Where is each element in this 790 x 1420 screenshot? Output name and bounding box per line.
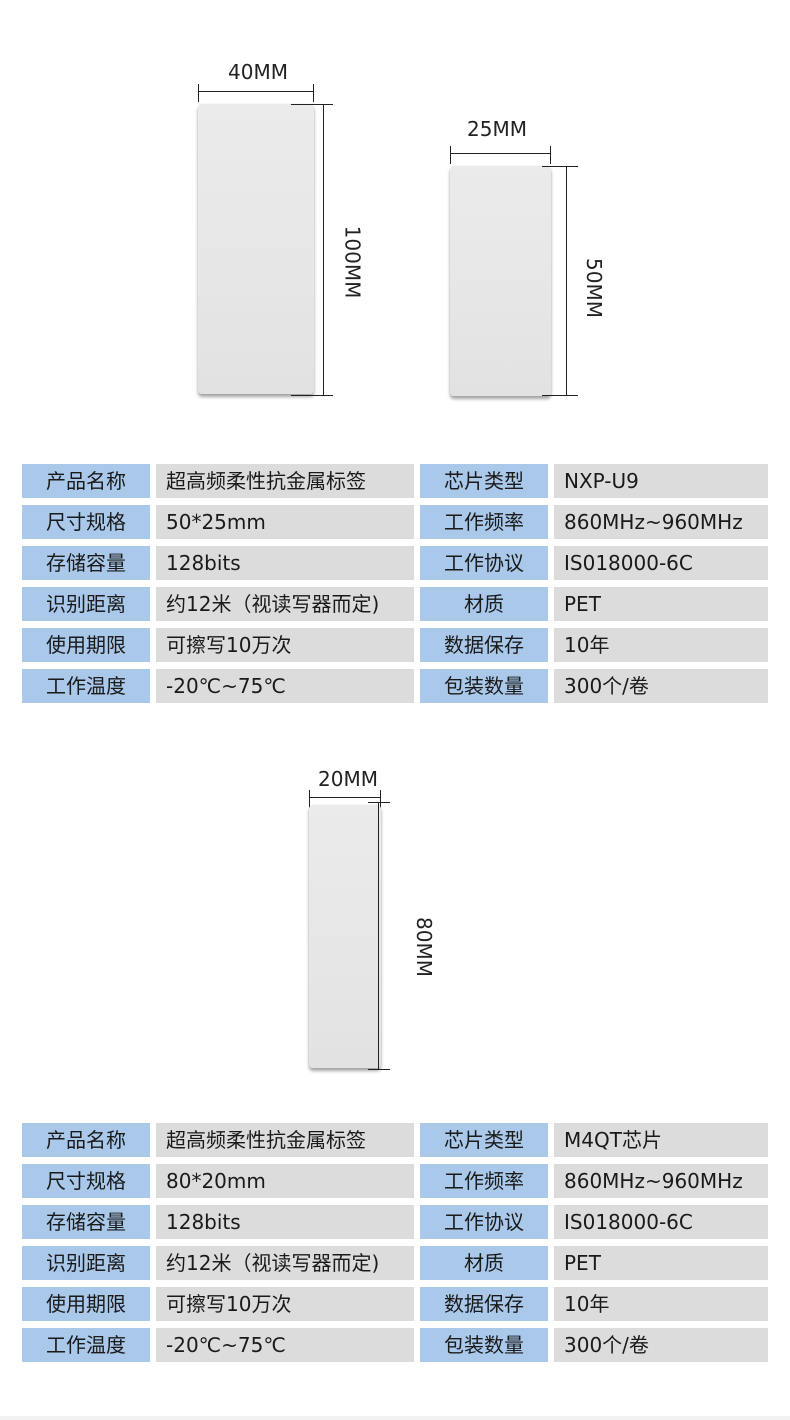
- card-a-width-tick-right: [313, 84, 314, 102]
- spec-key: 识别距离: [22, 1246, 150, 1280]
- spec-key: 识别距离: [22, 587, 150, 621]
- spec-value: 50*25mm: [156, 505, 414, 539]
- spec-key: 包装数量: [420, 669, 548, 703]
- card-c-width-tick-right: [380, 790, 381, 808]
- spec-key: 尺寸规格: [22, 1164, 150, 1198]
- card-b-height-line: [566, 166, 567, 396]
- spec-key: 使用期限: [22, 1287, 150, 1321]
- table-row: 识别距离 约12米（视读写器而定) 材质 PET: [22, 1246, 768, 1280]
- card-c-width-label: 20MM: [318, 767, 378, 791]
- spec-key: 数据保存: [420, 1287, 548, 1321]
- spec-key: 产品名称: [22, 464, 150, 498]
- spec-value: 可擦写10万次: [156, 1287, 414, 1321]
- spec-value: NXP-U9: [554, 464, 768, 498]
- spec-key: 工作温度: [22, 1328, 150, 1362]
- spec-value: 860MHz~960MHz: [554, 505, 768, 539]
- spec-key: 工作频率: [420, 1164, 548, 1198]
- spec-key: 尺寸规格: [22, 505, 150, 539]
- spec-key: 存储容量: [22, 546, 150, 580]
- table-row: 工作温度 -20℃~75℃ 包装数量 300个/卷: [22, 669, 768, 703]
- spec-value: 超高频柔性抗金属标签: [156, 464, 414, 498]
- spec-key: 数据保存: [420, 628, 548, 662]
- table-row: 尺寸规格 50*25mm 工作频率 860MHz~960MHz: [22, 505, 768, 539]
- spec-key: 芯片类型: [420, 464, 548, 498]
- card-a-height-tick-bottom: [291, 395, 333, 396]
- card-a-width-label: 40MM: [228, 60, 288, 84]
- table-row: 存储容量 128bits 工作协议 IS018000-6C: [22, 1205, 768, 1239]
- card-b-height-label: 50MM: [581, 258, 606, 318]
- card-b-width-line: [450, 153, 551, 154]
- table-row: 使用期限 可擦写10万次 数据保存 10年: [22, 1287, 768, 1321]
- card-c-height-label: 80MM: [411, 917, 436, 977]
- card-c-height-line: [378, 802, 379, 1070]
- spec-value: 可擦写10万次: [156, 628, 414, 662]
- spec-table-2: 产品名称 超高频柔性抗金属标签 芯片类型 M4QT芯片 尺寸规格 80*20mm…: [22, 1123, 768, 1363]
- spec-value: 300个/卷: [554, 1328, 768, 1362]
- card-a-height-tick-top: [291, 104, 333, 105]
- spec-value: 128bits: [156, 1205, 414, 1239]
- spec-value: 80*20mm: [156, 1164, 414, 1198]
- card-c-width-line: [309, 797, 381, 798]
- spec-value: 约12米（视读写器而定): [156, 587, 414, 621]
- table-row: 存储容量 128bits 工作协议 IS018000-6C: [22, 546, 768, 580]
- card-b: [450, 166, 551, 396]
- bottom-divider: [0, 1416, 790, 1420]
- spec-value: IS018000-6C: [554, 1205, 768, 1239]
- spec-value: PET: [554, 587, 768, 621]
- table-row: 识别距离 约12米（视读写器而定) 材质 PET: [22, 587, 768, 621]
- spec-value: 300个/卷: [554, 669, 768, 703]
- card-a-height-line: [323, 104, 324, 396]
- card-a-width-line: [198, 91, 314, 92]
- card-c-width-tick-left: [309, 790, 310, 808]
- spec-value: 10年: [554, 628, 768, 662]
- card-b-width-tick-right: [550, 146, 551, 164]
- spec-value: 超高频柔性抗金属标签: [156, 1123, 414, 1157]
- spec-key: 芯片类型: [420, 1123, 548, 1157]
- spec-key: 工作频率: [420, 505, 548, 539]
- spec-value: M4QT芯片: [554, 1123, 768, 1157]
- spec-value: -20℃~75℃: [156, 669, 414, 703]
- card-b-width-label: 25MM: [467, 117, 527, 141]
- spec-key: 工作协议: [420, 546, 548, 580]
- card-b-width-tick-left: [450, 146, 451, 164]
- card-c-height-tick-bottom: [368, 1069, 390, 1070]
- spec-value: IS018000-6C: [554, 546, 768, 580]
- spec-value: -20℃~75℃: [156, 1328, 414, 1362]
- table-row: 产品名称 超高频柔性抗金属标签 芯片类型 NXP-U9: [22, 464, 768, 498]
- spec-key: 工作温度: [22, 669, 150, 703]
- spec-key: 使用期限: [22, 628, 150, 662]
- spec-key: 产品名称: [22, 1123, 150, 1157]
- spec-value: 128bits: [156, 546, 414, 580]
- spec-value: 约12米（视读写器而定): [156, 1246, 414, 1280]
- spec-table-1: 产品名称 超高频柔性抗金属标签 芯片类型 NXP-U9 尺寸规格 50*25mm…: [22, 464, 768, 704]
- spec-key: 材质: [420, 587, 548, 621]
- spec-key: 存储容量: [22, 1205, 150, 1239]
- spec-key: 材质: [420, 1246, 548, 1280]
- spec-value: 10年: [554, 1287, 768, 1321]
- table-row: 尺寸规格 80*20mm 工作频率 860MHz~960MHz: [22, 1164, 768, 1198]
- card-a: [198, 104, 314, 394]
- table-row: 工作温度 -20℃~75℃ 包装数量 300个/卷: [22, 1328, 768, 1362]
- card-b-height-tick-top: [542, 166, 578, 167]
- spec-key: 工作协议: [420, 1205, 548, 1239]
- spec-value: 860MHz~960MHz: [554, 1164, 768, 1198]
- card-c: [309, 805, 381, 1068]
- card-a-width-tick-left: [198, 84, 199, 102]
- table-row: 使用期限 可擦写10万次 数据保存 10年: [22, 628, 768, 662]
- spec-value: PET: [554, 1246, 768, 1280]
- card-c-height-tick-top: [368, 802, 390, 803]
- spec-key: 包装数量: [420, 1328, 548, 1362]
- card-b-height-tick-bottom: [542, 395, 578, 396]
- card-a-height-label: 100MM: [340, 225, 365, 299]
- table-row: 产品名称 超高频柔性抗金属标签 芯片类型 M4QT芯片: [22, 1123, 768, 1157]
